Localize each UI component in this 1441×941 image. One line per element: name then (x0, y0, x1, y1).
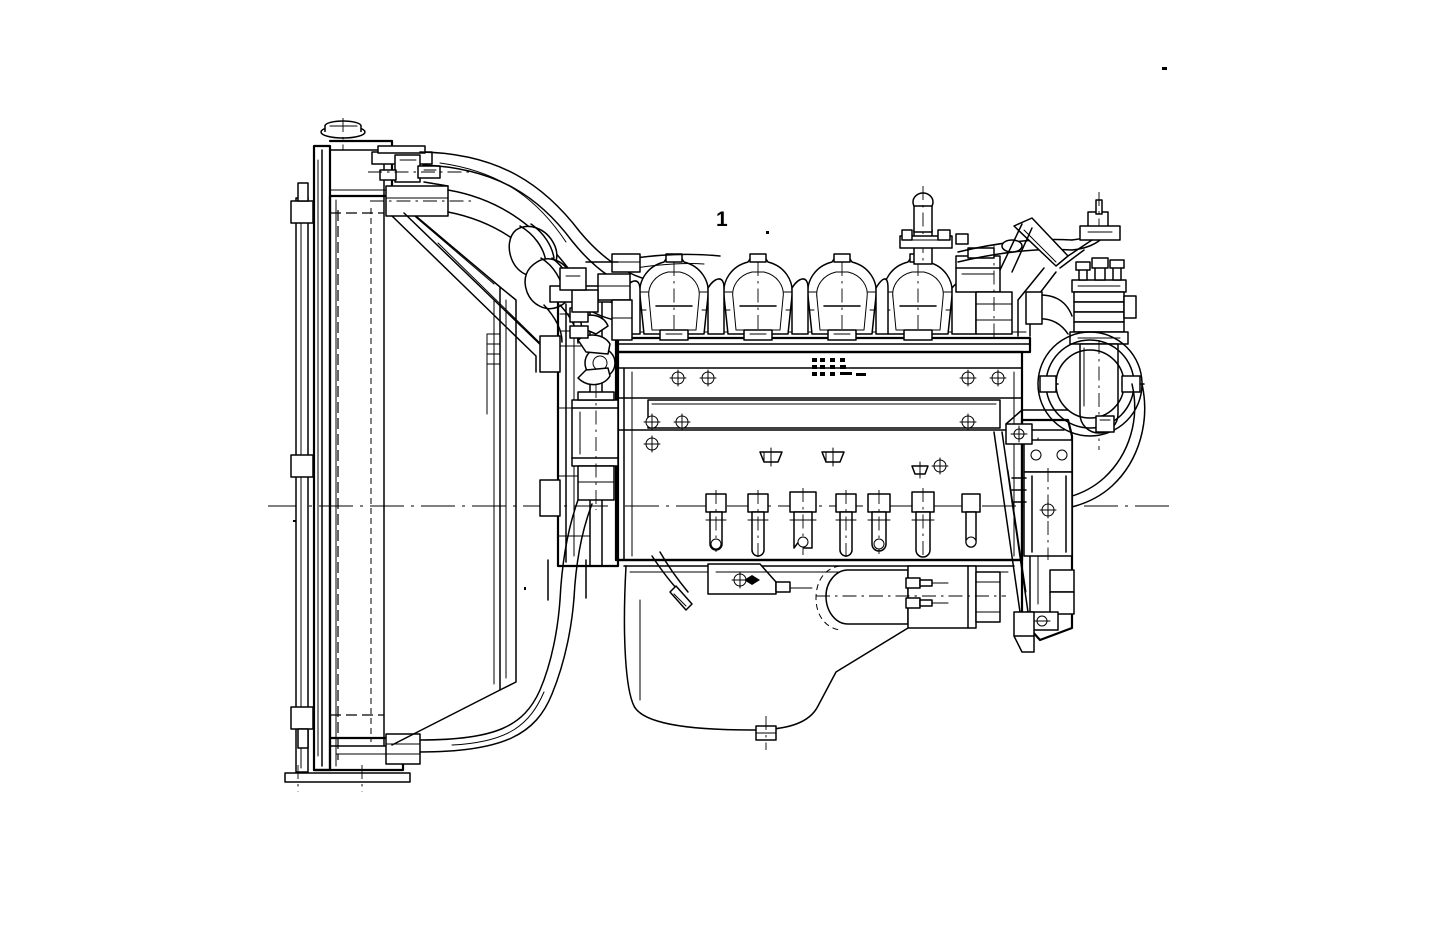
radiator-side-strut (290, 182, 314, 773)
callout-label-1: 1 (716, 208, 728, 231)
radiator-shroud (391, 195, 517, 746)
injector-element (867, 490, 891, 554)
oil-filter (571, 384, 619, 510)
injector-element (835, 490, 857, 558)
engine-block (539, 285, 1024, 750)
lower-side-bracket (707, 563, 813, 595)
injection-pump-elements (705, 488, 981, 558)
water-pump (577, 314, 616, 386)
injector-element (911, 488, 935, 558)
upper-hose-neck-fitting (370, 181, 476, 217)
radiator-mounting-foot (284, 765, 411, 792)
compressor-fins (1069, 279, 1137, 345)
radiator-filler-cap (320, 118, 366, 150)
scan-artifacts (293, 67, 1167, 590)
rear-diagonal-braces (993, 431, 1035, 653)
air-compressor-unit (1025, 257, 1146, 512)
block-cap-nuts (759, 447, 929, 479)
rear-mount-pad (1023, 439, 1073, 560)
housing-ribs (1011, 477, 1027, 503)
top-accessories (899, 186, 1121, 340)
cylinder-head-covers (611, 253, 1032, 354)
thermostat-housing (955, 244, 1013, 340)
head-cover-1 (637, 253, 711, 341)
rear-housing-steps (1025, 569, 1075, 631)
oil-filler-breather (899, 186, 969, 265)
oil-pan (623, 565, 909, 750)
radiator-support-brace (391, 212, 550, 373)
starter-terminals (905, 577, 949, 609)
radiator-bottom-tank (312, 733, 421, 772)
head-top-rail (611, 253, 721, 273)
compressor-inlet-elbow (1025, 291, 1073, 335)
injector-element (747, 490, 769, 558)
radiator-assembly (284, 118, 517, 792)
injector-element-end (961, 493, 981, 548)
rear-top-bracket (1013, 192, 1121, 269)
dipstick (651, 551, 693, 611)
block-bolt-bosses (643, 369, 1007, 475)
starter-motor (815, 565, 1006, 631)
engine-data-plate (812, 358, 866, 376)
radiator-core (328, 149, 385, 772)
head-cover-2 (721, 253, 795, 341)
injector-element (789, 488, 817, 556)
compressor-valve-stems (1075, 257, 1125, 281)
radiator-fin-hatching (486, 333, 501, 431)
rear-upper-bracket (1005, 409, 1069, 445)
radiator-top-bracket (368, 145, 470, 183)
front-upper-detail (559, 261, 633, 341)
injector-element (705, 490, 727, 552)
coolant-hoses (368, 145, 661, 753)
flywheel-housing (993, 409, 1075, 653)
